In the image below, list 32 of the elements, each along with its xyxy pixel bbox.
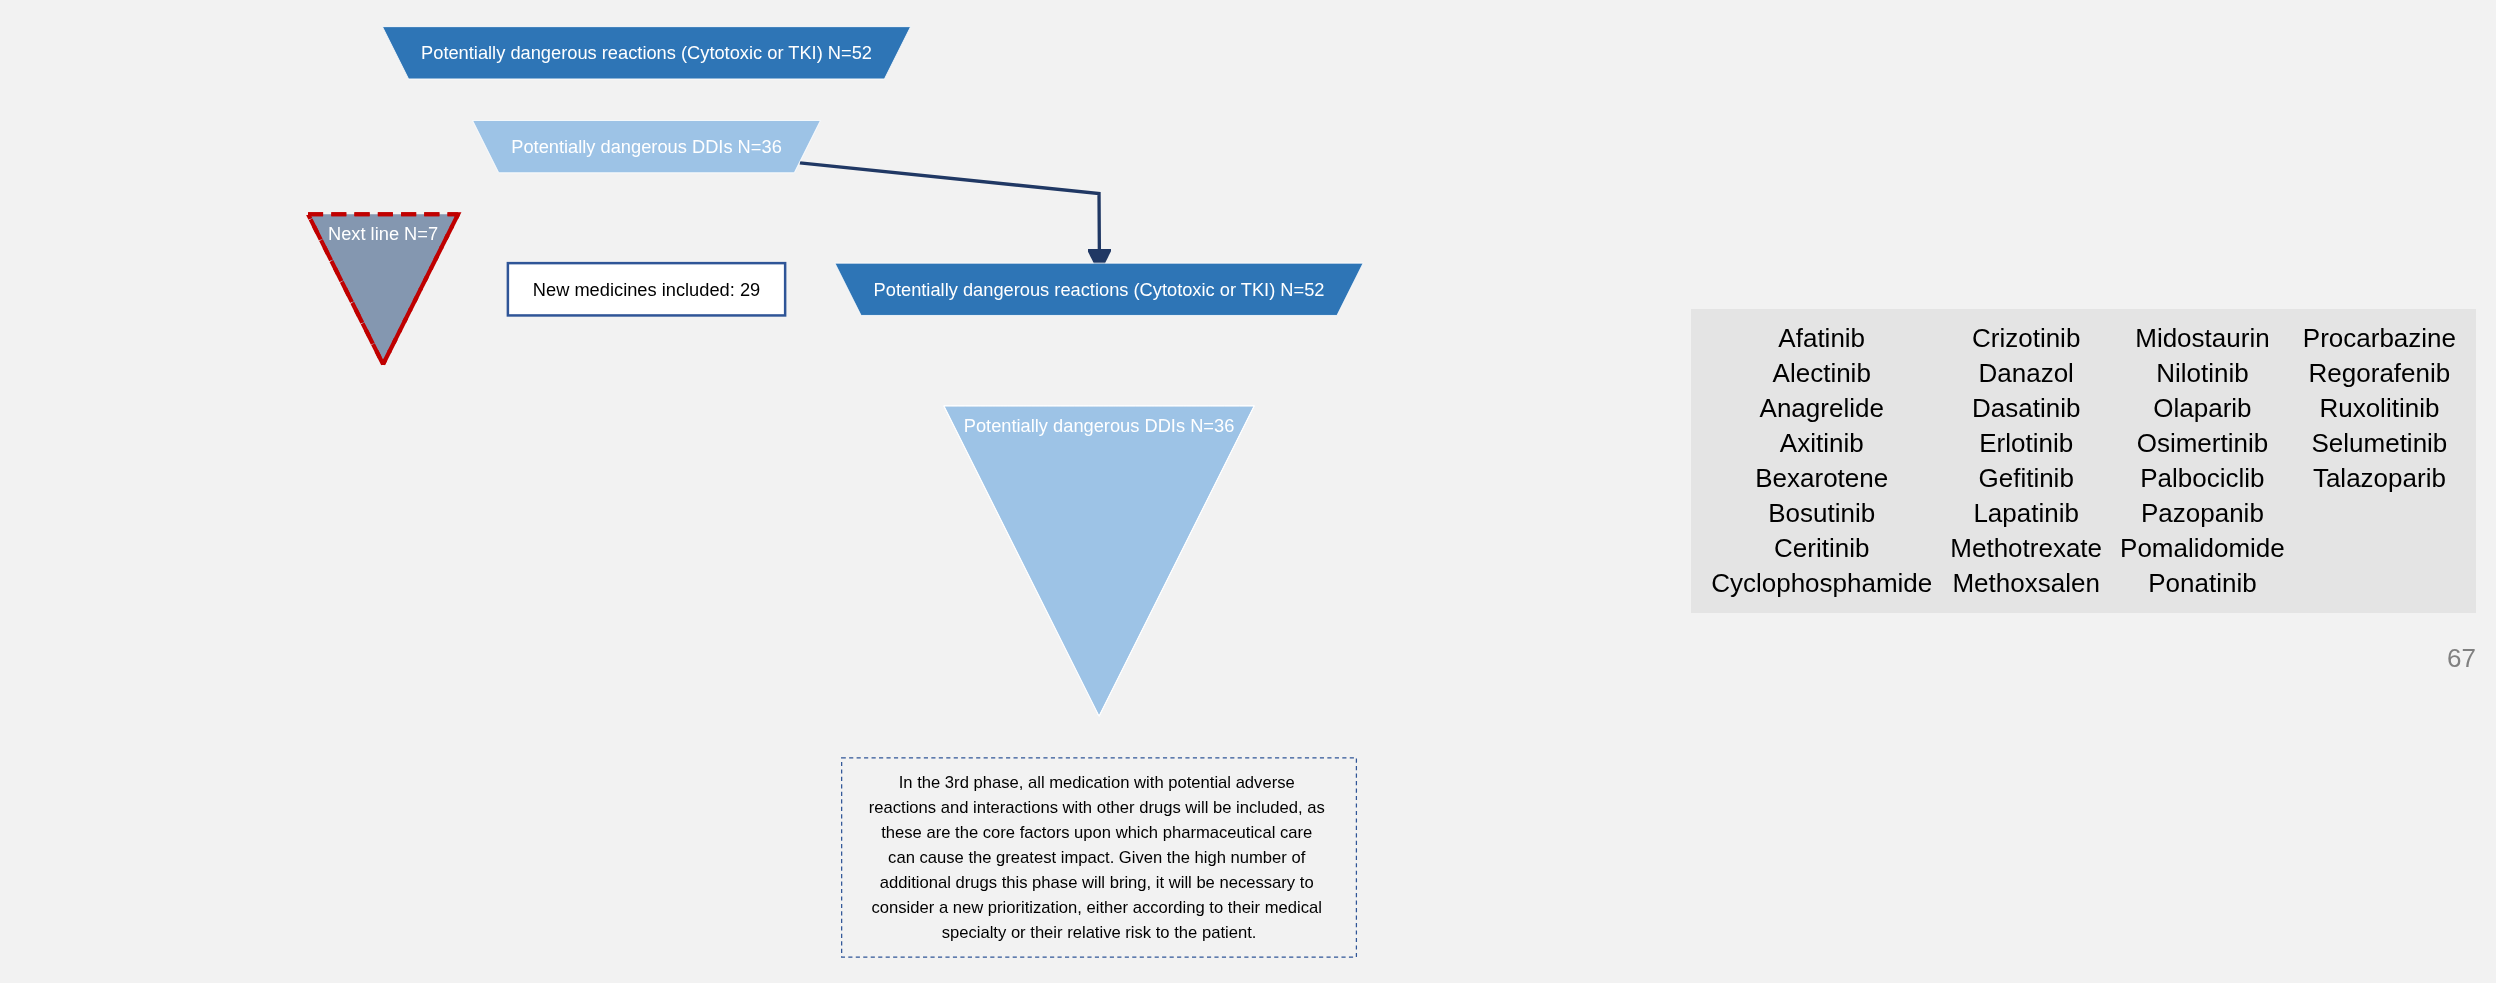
- drug-name: Olaparib: [2152, 393, 2253, 424]
- drug-name: Lapatinib: [1972, 498, 2080, 529]
- drug-name: Ruxolitinib: [2318, 393, 2441, 424]
- drug-name: Talazoparib: [2311, 463, 2447, 494]
- drug-name: Bosutinib: [1767, 498, 1877, 529]
- drug-name: Crizotinib: [1971, 323, 2082, 354]
- drug-name: Erlotinib: [1978, 428, 2075, 459]
- drug-name: Gefitinib: [1977, 463, 2075, 494]
- node-box: New medicines included: 29: [506, 261, 787, 317]
- drug-name: Axitinib: [1778, 428, 1865, 459]
- drug-name: Regorafenib: [2307, 358, 2452, 389]
- drug-name: Anagrelide: [1758, 393, 1885, 424]
- drug-name: Cyclophosphamide: [1711, 568, 1933, 599]
- drug-name: Ceritinib: [1773, 533, 1871, 564]
- drug-name: Methoxsalen: [1951, 568, 2101, 599]
- drug-name: Danazol: [1977, 358, 2075, 389]
- drug-name: Palbociclib: [2139, 463, 2266, 494]
- drug-name: Pomalidomide: [2120, 533, 2285, 564]
- drug-name: Pazopanib: [2139, 498, 2265, 529]
- drug-name: Alectinib: [1771, 358, 1872, 389]
- drug-name: Afatinib: [1777, 323, 1867, 354]
- drug-name: Dasatinib: [1970, 393, 2082, 424]
- node-box: In the 3rd phase, all medication with potential adverse reactions and interactions with other drugs will be included, as these are the core factors upon which pharmaceutical care can cause the greatest impact. Given the high number of additional drugs this phase will bring, it will be necessary to consider a new prioritization, either according to their medical specialty or their relative risk to the patient.: [841, 756, 1358, 958]
- drug-name: Ponatinib: [2147, 568, 2258, 599]
- drug-name: Osimertinib: [2135, 428, 2270, 459]
- page-number: 67: [2446, 643, 2476, 674]
- drug-name: Midostaurin: [2134, 323, 2271, 354]
- drug-name: Selumetinib: [2310, 428, 2449, 459]
- drug-name: Nilotinib: [2155, 358, 2250, 389]
- drug-name: Methotrexate: [1950, 533, 2103, 564]
- drug-name: Bexarotene: [1754, 463, 1890, 494]
- drug-name: Procarbazine: [2302, 323, 2456, 354]
